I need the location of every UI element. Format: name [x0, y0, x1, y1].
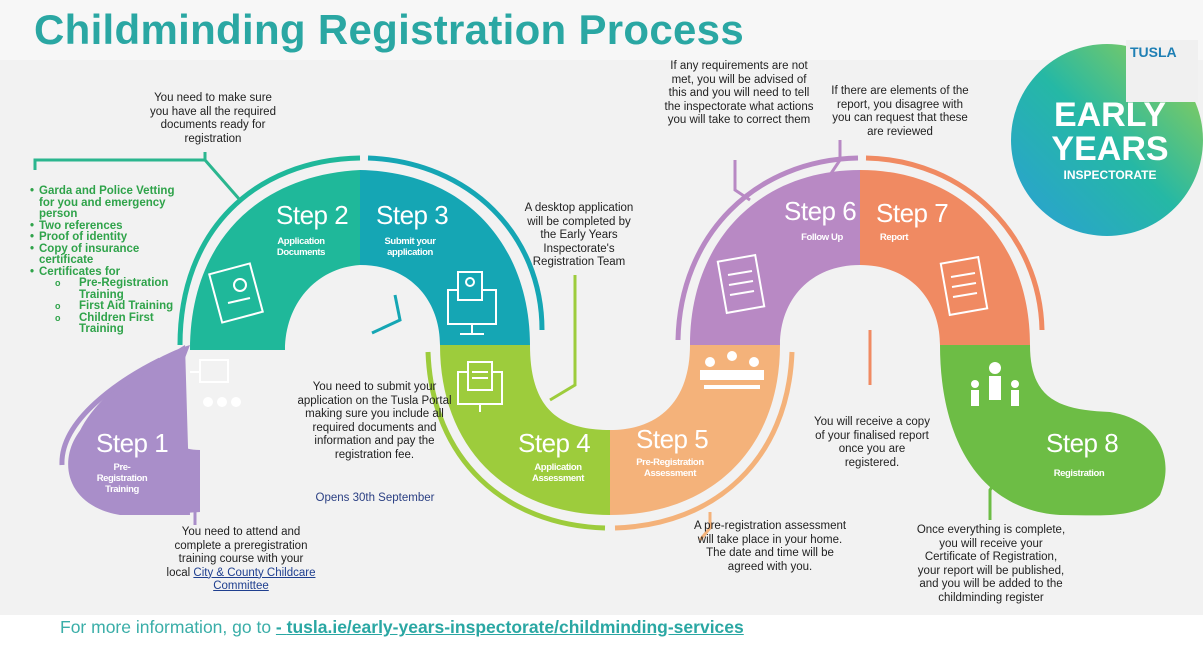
step-4-name: Application Assessment — [532, 462, 584, 484]
requirement-item: Copy of insurance certificate — [30, 243, 180, 267]
accent-arc-3 — [367, 155, 545, 331]
page-title: Childminding Registration Process — [34, 6, 744, 53]
documents-icon — [208, 262, 264, 324]
certificates-list: Pre-Registration Training First Aid Trai… — [39, 277, 180, 336]
certificate-item: Pre-Registration Training — [49, 277, 180, 301]
header-band — [0, 0, 1203, 60]
requirement-item: Garda and Police Vetting for you and eme… — [30, 185, 180, 221]
step-4-note: A desktop application will be completed … — [524, 202, 634, 268]
leader-step3 — [371, 294, 402, 335]
celebration-people-icon — [971, 362, 1019, 406]
step-3-number: Step 3 — [376, 200, 449, 230]
step-2-shape — [190, 170, 360, 350]
requirements-list: Garda and Police Vetting for you and eme… — [30, 185, 180, 336]
accent-arc-2 — [177, 155, 361, 346]
step-5-number: Step 5 — [636, 424, 709, 454]
step-2-number: Step 2 — [276, 200, 349, 230]
footer-dash: - — [275, 617, 287, 637]
step-6-shape — [690, 170, 860, 345]
step-5-note: A pre-registration assessment will take … — [693, 520, 847, 573]
step-5-name: Pre-Registration Assessment — [636, 457, 704, 479]
step-2-note: You need to make sure you have all the r… — [150, 92, 276, 145]
leader-step6 — [733, 160, 751, 202]
accent-arc-1 — [59, 357, 162, 466]
step-1-number: Step 1 — [96, 428, 169, 458]
assessment-icon — [457, 361, 503, 412]
step-6-name: Follow Up — [801, 232, 843, 243]
step-1-shape-fill — [68, 345, 190, 515]
footer: For more information, go to - tusla.ie/e… — [60, 617, 744, 638]
training-icon — [190, 359, 241, 407]
step-8-name: Registration — [1053, 468, 1105, 479]
certificates-label: Certificates for — [39, 265, 121, 278]
logo-years: YEARS — [1051, 130, 1169, 168]
footer-link[interactable]: - tusla.ie/early-years-inspectorate/chil… — [276, 617, 744, 637]
step-1-note-text: You need to attend and complete a prereg… — [166, 526, 308, 579]
step-4-number: Step 4 — [518, 428, 591, 458]
footer-prefix: For more information, go to — [60, 617, 276, 637]
requirement-item: Certificates for Pre-Registration Traini… — [30, 265, 180, 336]
step-7b-note: You will receive a copy of your finalise… — [814, 416, 930, 469]
leader-step5 — [698, 512, 712, 541]
step-1-name: Pre-Registration Training — [96, 462, 148, 495]
accent-arc-4 — [425, 351, 606, 531]
requirement-item: Two references — [30, 220, 180, 233]
report-document-icon — [939, 255, 989, 317]
tusla-brand: TUSLA — [1130, 44, 1177, 60]
accent-arc-5 — [614, 351, 795, 531]
step-6-number: Step 6 — [784, 196, 857, 226]
step-8-note: Once everything is complete, you will re… — [916, 524, 1066, 604]
leader-step8 — [988, 474, 1002, 520]
certificate-item: First Aid Training — [49, 300, 180, 313]
logo-early: EARLY — [1053, 96, 1167, 134]
step-7-note: If there are elements of the report, you… — [831, 85, 969, 138]
step-3-name: Submit your application — [384, 236, 436, 258]
tusla-logo-box — [1126, 40, 1198, 102]
leader-step2-list — [33, 158, 242, 201]
certificate-item: Children First Training — [49, 312, 180, 336]
step-3-shape — [360, 170, 530, 345]
step-6-note: If any requirements are not met, you wil… — [664, 60, 814, 126]
step-7-shape — [860, 170, 1030, 345]
leader-step7 — [828, 140, 842, 176]
step-8-number: Step 8 — [1046, 428, 1119, 458]
step-2-name: Application Documents — [276, 236, 326, 258]
logo-inspectorate: INSPECTORATE — [1063, 168, 1157, 182]
childcare-committee-link[interactable]: City & County Childcare Committee — [193, 566, 316, 593]
meeting-icon — [700, 351, 764, 389]
step-3-note: You need to submit your application on t… — [297, 381, 452, 461]
step-7-name: Report — [879, 232, 909, 243]
requirement-item: Proof of identity — [30, 231, 180, 244]
step-1-note: You need to attend and complete a prereg… — [166, 526, 316, 594]
follow-up-document-icon — [716, 253, 766, 315]
step-7-number: Step 7 — [876, 198, 949, 228]
submit-application-icon — [447, 271, 497, 335]
leader-step4 — [549, 275, 577, 402]
opens-date: Opens 30th September — [315, 492, 435, 504]
accent-arc-7 — [865, 155, 1045, 331]
footer-link-text: tusla.ie/early-years-inspectorate/childm… — [286, 617, 744, 637]
accent-arc-6 — [675, 155, 859, 341]
